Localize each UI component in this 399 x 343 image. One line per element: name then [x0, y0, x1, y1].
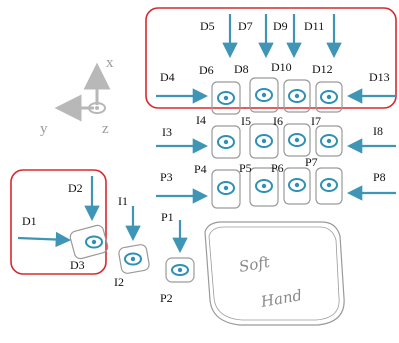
- label-D5: D5: [200, 19, 215, 33]
- axis-z-label: z: [102, 121, 109, 137]
- label-D6: D6: [199, 63, 214, 77]
- soft-hand-label-line2: Hand: [259, 286, 304, 311]
- sensor-marker-dot-I5: [261, 138, 267, 144]
- label-I7: I7: [311, 114, 321, 128]
- label-I8: I8: [373, 124, 383, 138]
- sensor-marker-D3: [85, 235, 103, 249]
- sensor-marker-dot-I6: [294, 137, 300, 143]
- sensor-marker-I5: [255, 134, 273, 148]
- sensor-marker-dot-P6: [294, 182, 300, 188]
- highlight-box-left: [10, 169, 107, 275]
- label-D4: D4: [160, 70, 175, 84]
- sensor-marker-dot-I7: [326, 138, 332, 144]
- highlight-box-top: [145, 7, 397, 109]
- label-I2: I2: [114, 275, 124, 289]
- sensor-marker-I4: [217, 135, 235, 149]
- force-arrow-D1: [17, 231, 72, 248]
- sensor-marker-D8: [255, 88, 273, 102]
- sensor-marker-dot-P7: [326, 182, 332, 188]
- label-D13: D13: [369, 70, 390, 84]
- label-P4: P4: [194, 162, 207, 176]
- sensor-marker-P6: [288, 178, 306, 192]
- soft-hand-label-line1: Soft: [238, 253, 273, 276]
- sensor-marker-dot-P5: [261, 183, 267, 189]
- label-P2: P2: [160, 291, 173, 305]
- sensor-marker-D10: [288, 89, 306, 103]
- sensor-marker-dot-I2: [130, 256, 136, 262]
- label-P8: P8: [373, 170, 386, 184]
- label-I6: I6: [273, 114, 283, 128]
- sensor-marker-P5: [255, 179, 273, 193]
- sensor-marker-D12: [320, 90, 338, 104]
- sensor-marker-P7: [320, 178, 338, 192]
- sensor-marker-D6: [217, 91, 235, 105]
- label-P6: P6: [271, 161, 284, 175]
- label-D3: D3: [70, 258, 85, 272]
- coordinate-axes: [54, 62, 111, 122]
- label-P1: P1: [161, 210, 174, 224]
- axis-y-label: y: [40, 121, 48, 137]
- label-D8: D8: [234, 62, 249, 76]
- label-D9: D9: [273, 19, 288, 33]
- sensor-markers: [85, 88, 338, 276]
- sensor-marker-dot-P4: [223, 185, 229, 191]
- label-D10: D10: [271, 60, 292, 74]
- sensor-marker-I2: [124, 252, 142, 266]
- sensor-marker-I7: [320, 134, 338, 148]
- sensor-marker-dot-D10: [294, 93, 300, 99]
- label-D12: D12: [312, 62, 333, 76]
- label-I4: I4: [196, 113, 206, 127]
- sensor-marker-P4: [217, 181, 235, 195]
- label-I3: I3: [162, 125, 172, 139]
- label-P5: P5: [239, 161, 252, 175]
- label-D1: D1: [22, 214, 37, 228]
- label-D7: D7: [238, 19, 253, 33]
- label-P3: P3: [160, 170, 173, 184]
- label-P7: P7: [305, 155, 318, 169]
- hand-sketch: [69, 77, 345, 326]
- label-I1: I1: [118, 194, 128, 208]
- label-I5: I5: [241, 114, 251, 128]
- sensor-marker-dot-D6: [223, 95, 229, 101]
- label-D2: D2: [68, 181, 83, 195]
- label-D11: D11: [304, 19, 324, 33]
- sensor-marker-P2: [171, 264, 189, 276]
- sensor-marker-dot-P2: [177, 267, 183, 273]
- sensor-marker-dot-D3: [91, 239, 97, 245]
- sensor-marker-I6: [288, 133, 306, 147]
- sensor-marker-dot-I4: [223, 139, 229, 145]
- axis-x-label: x: [106, 55, 114, 71]
- sensor-marker-dot-D8: [261, 92, 267, 98]
- sensor-marker-dot-D12: [326, 94, 332, 100]
- force-arrows: [17, 14, 396, 254]
